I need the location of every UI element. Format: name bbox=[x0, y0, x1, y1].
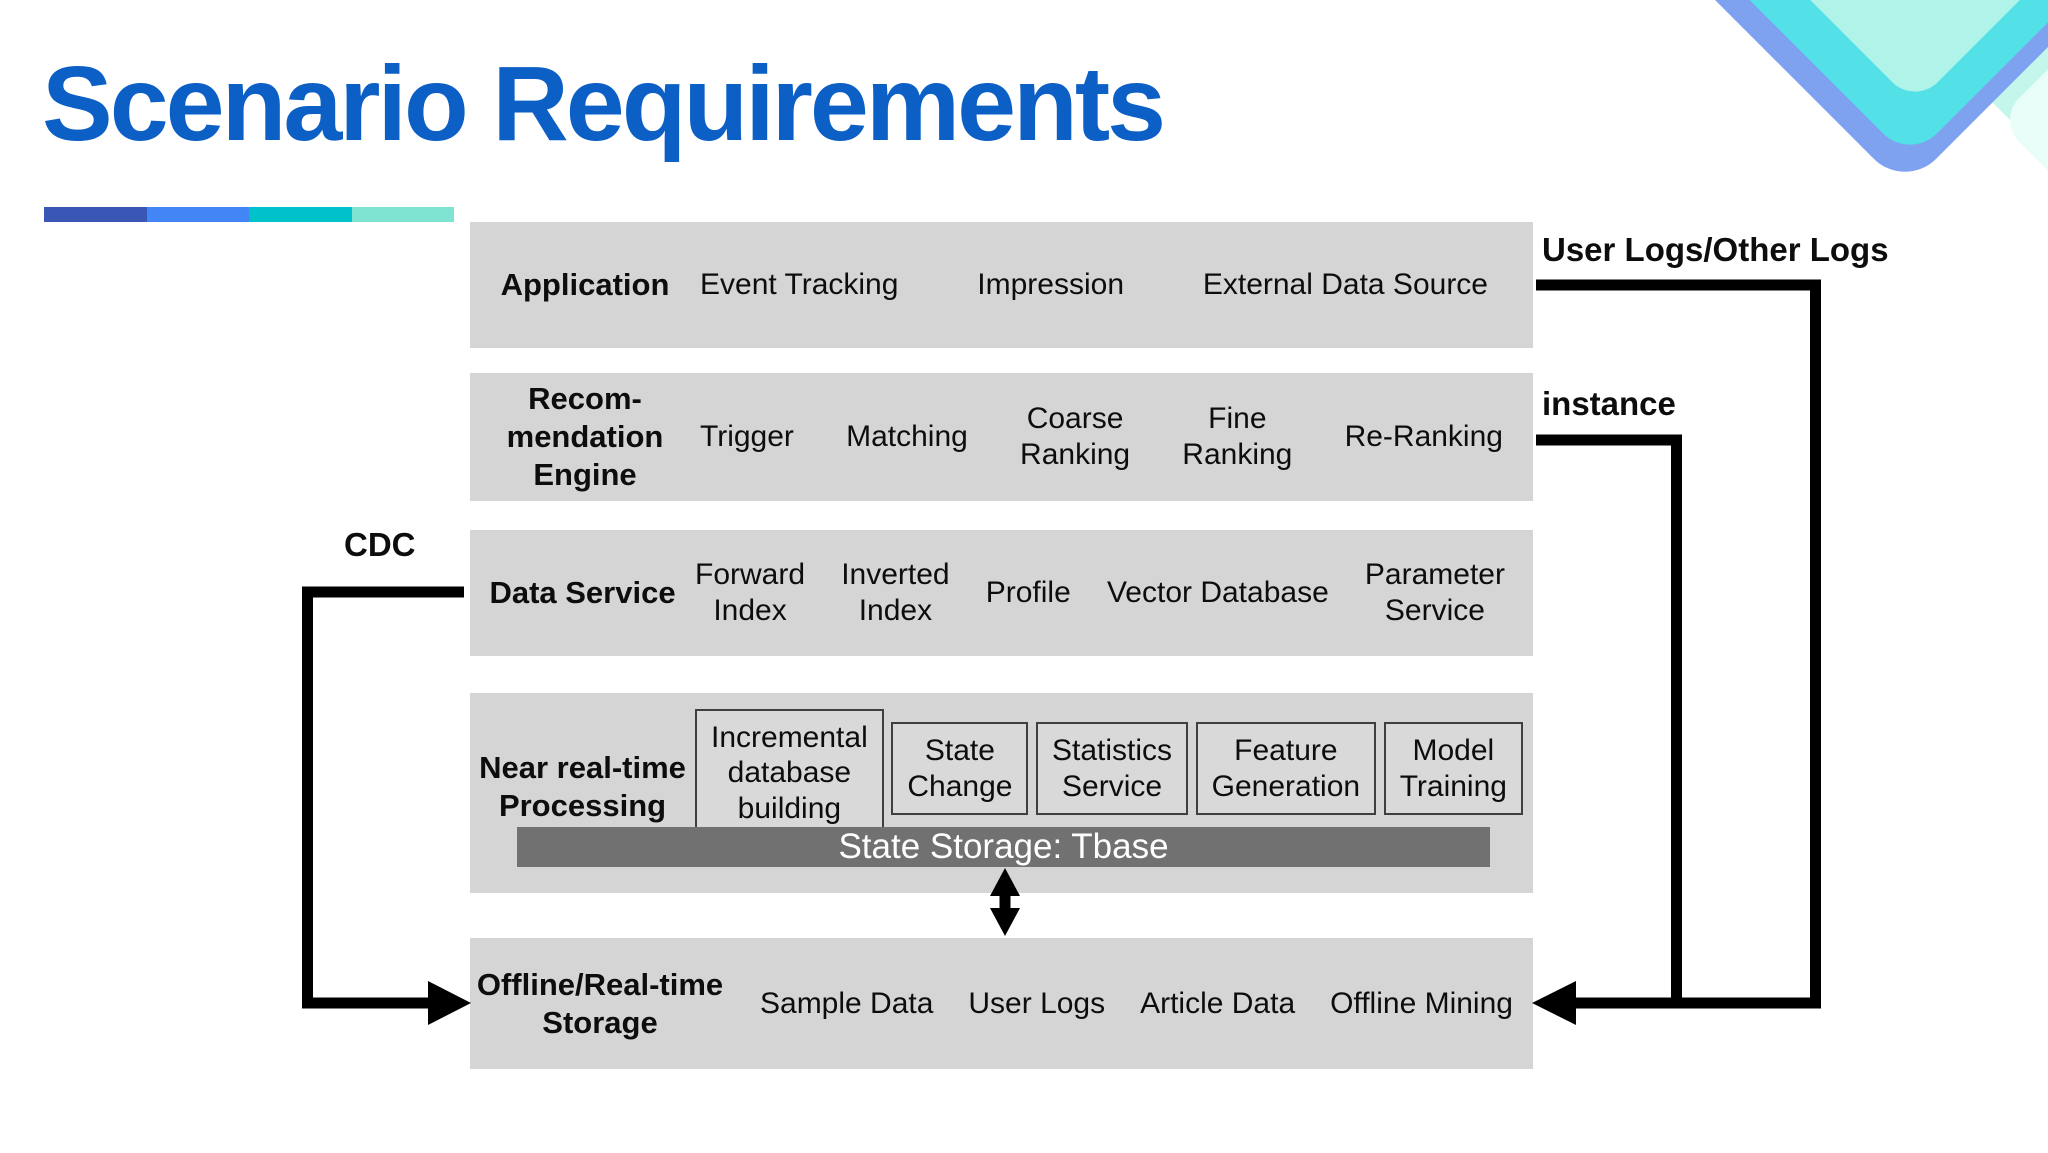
item-event-tracking: Event Tracking bbox=[700, 268, 899, 301]
state-offline-down-arrowhead bbox=[990, 908, 1020, 936]
band-application-label: Application bbox=[500, 267, 670, 303]
item-user-logs: User Logs bbox=[968, 986, 1106, 1020]
accent-segment bbox=[146, 207, 249, 222]
item-coarse-ranking: Coarse Ranking bbox=[1020, 402, 1131, 471]
band-application-items: Event Tracking Impression External Data … bbox=[700, 267, 1533, 303]
box-statistics-service: Statistics Service bbox=[1036, 722, 1189, 815]
item-profile: Profile bbox=[985, 576, 1071, 609]
item-parameter-service: Parameter Service bbox=[1364, 558, 1505, 627]
box-state-change: State Change bbox=[891, 722, 1029, 815]
band-recommendation-engine: Recom- mendation Engine Trigger Matching… bbox=[470, 373, 1533, 501]
item-article-data: Article Data bbox=[1140, 986, 1296, 1020]
cdc-arrow-line bbox=[302, 586, 464, 1009]
band-recommendation-items: Trigger Matching Coarse Ranking Fine Ran… bbox=[700, 401, 1533, 473]
item-re-ranking: Re-Ranking bbox=[1344, 420, 1503, 453]
band-data-service: Data Service Forward Index Inverted Inde… bbox=[470, 530, 1533, 656]
item-offline-mining: Offline Mining bbox=[1330, 986, 1513, 1020]
cdc-flow-label: CDC bbox=[344, 526, 416, 563]
band-data-service-items: Forward Index Inverted Index Profile Vec… bbox=[695, 557, 1533, 629]
instance-arrow-line bbox=[1536, 434, 1682, 1003]
item-impression: Impression bbox=[977, 268, 1124, 301]
item-trigger: Trigger bbox=[700, 420, 794, 453]
offline-left-arrowhead bbox=[1532, 981, 1576, 1025]
state-storage-bar: State Storage: Tbase bbox=[517, 827, 1490, 867]
instance-flow-label: instance bbox=[1542, 385, 1676, 422]
band-near-real-time-processing: Near real-time Processing Incremental da… bbox=[470, 693, 1533, 893]
accent-segment bbox=[351, 207, 454, 222]
box-incremental-database-building: Incremental database building bbox=[695, 709, 884, 837]
box-model-training: Model Training bbox=[1383, 722, 1523, 815]
box-feature-generation: Feature Generation bbox=[1195, 722, 1377, 815]
band-recommendation-label: Recom- mendation Engine bbox=[506, 381, 664, 492]
band-nrt-boxes: Incremental database building State Chan… bbox=[695, 709, 1523, 837]
band-offline-label: Offline/Real-time Storage bbox=[476, 966, 724, 1040]
band-offline-storage: Offline/Real-time Storage Sample Data Us… bbox=[470, 938, 1533, 1069]
accent-segment bbox=[44, 207, 147, 222]
item-vector-database: Vector Database bbox=[1106, 576, 1329, 609]
item-forward-index: Forward Index bbox=[695, 558, 806, 627]
item-fine-ranking: Fine Ranking bbox=[1182, 402, 1293, 471]
band-nrt-label: Near real-time Processing bbox=[479, 750, 686, 823]
offline-right-arrowhead bbox=[428, 981, 471, 1025]
item-inverted-index: Inverted Index bbox=[841, 558, 950, 627]
item-sample-data: Sample Data bbox=[760, 986, 934, 1020]
item-external-data-source: External Data Source bbox=[1202, 268, 1488, 301]
title-accent-bar bbox=[44, 207, 454, 222]
page-title: Scenario Requirements bbox=[42, 45, 1166, 163]
item-matching: Matching bbox=[846, 420, 968, 453]
user-logs-flow-label: User Logs/Other Logs bbox=[1542, 231, 1889, 268]
band-data-service-label: Data Service bbox=[489, 575, 676, 611]
band-offline-items: Sample Data User Logs Article Data Offli… bbox=[730, 986, 1533, 1022]
accent-segment bbox=[249, 207, 352, 222]
band-application: Application Event Tracking Impression Ex… bbox=[470, 222, 1533, 348]
